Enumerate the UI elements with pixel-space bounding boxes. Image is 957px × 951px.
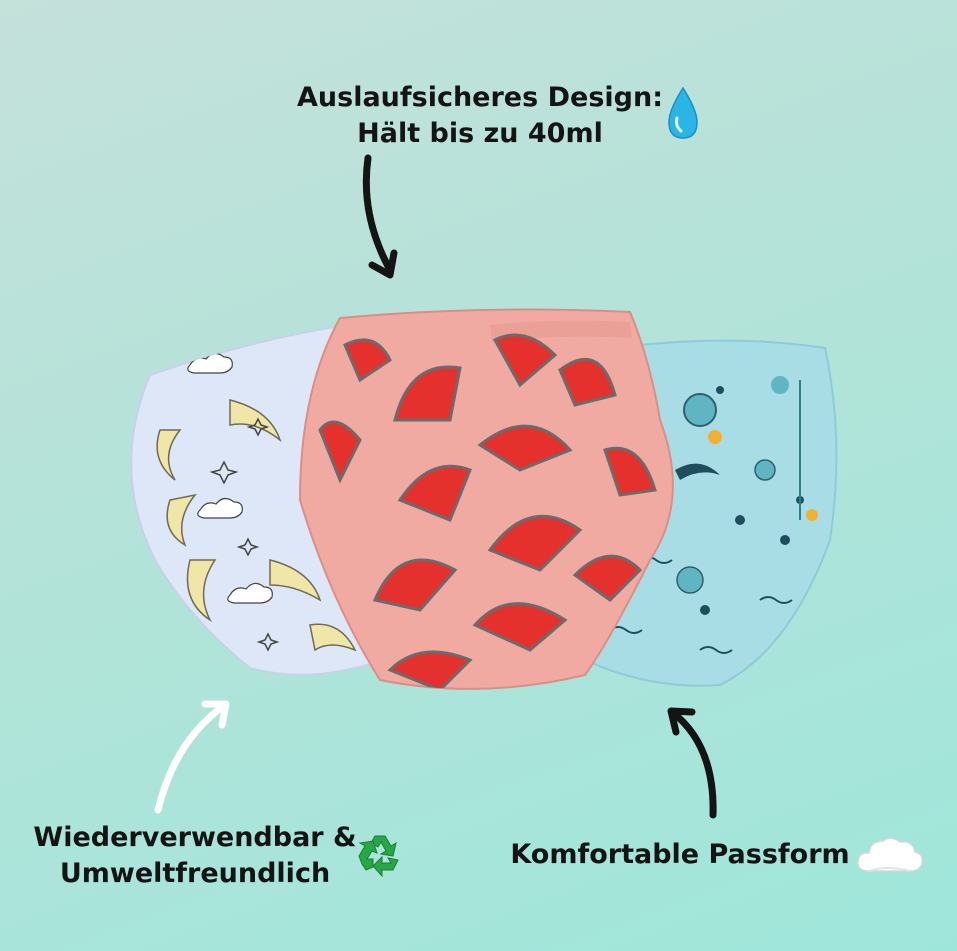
watermelon-print-pant [298, 308, 674, 690]
arrow-right [667, 707, 717, 819]
recycle-icon [358, 835, 399, 878]
arrow-top [362, 154, 398, 279]
caption-comfort-line1: Komfortable Passform [510, 839, 850, 870]
cloud-icon [857, 837, 924, 872]
caption-reusable-line2: Umweltfreundlich [59, 858, 331, 889]
caption-leakproof: Auslaufsicheres Design: Hält bis zu 40ml [290, 80, 670, 152]
caption-leakproof-line1: Auslaufsicheres Design: [297, 82, 663, 113]
caption-reusable: Wiederverwendbar & Umweltfreundlich [20, 820, 370, 892]
caption-reusable-line1: Wiederverwendbar & [33, 822, 357, 853]
arrow-left [154, 700, 230, 814]
water-drop-icon [668, 86, 698, 139]
caption-leakproof-line2: Hält bis zu 40ml [357, 118, 603, 149]
ocean-print-pant [583, 339, 838, 687]
caption-comfort: Komfortable Passform [505, 837, 855, 873]
